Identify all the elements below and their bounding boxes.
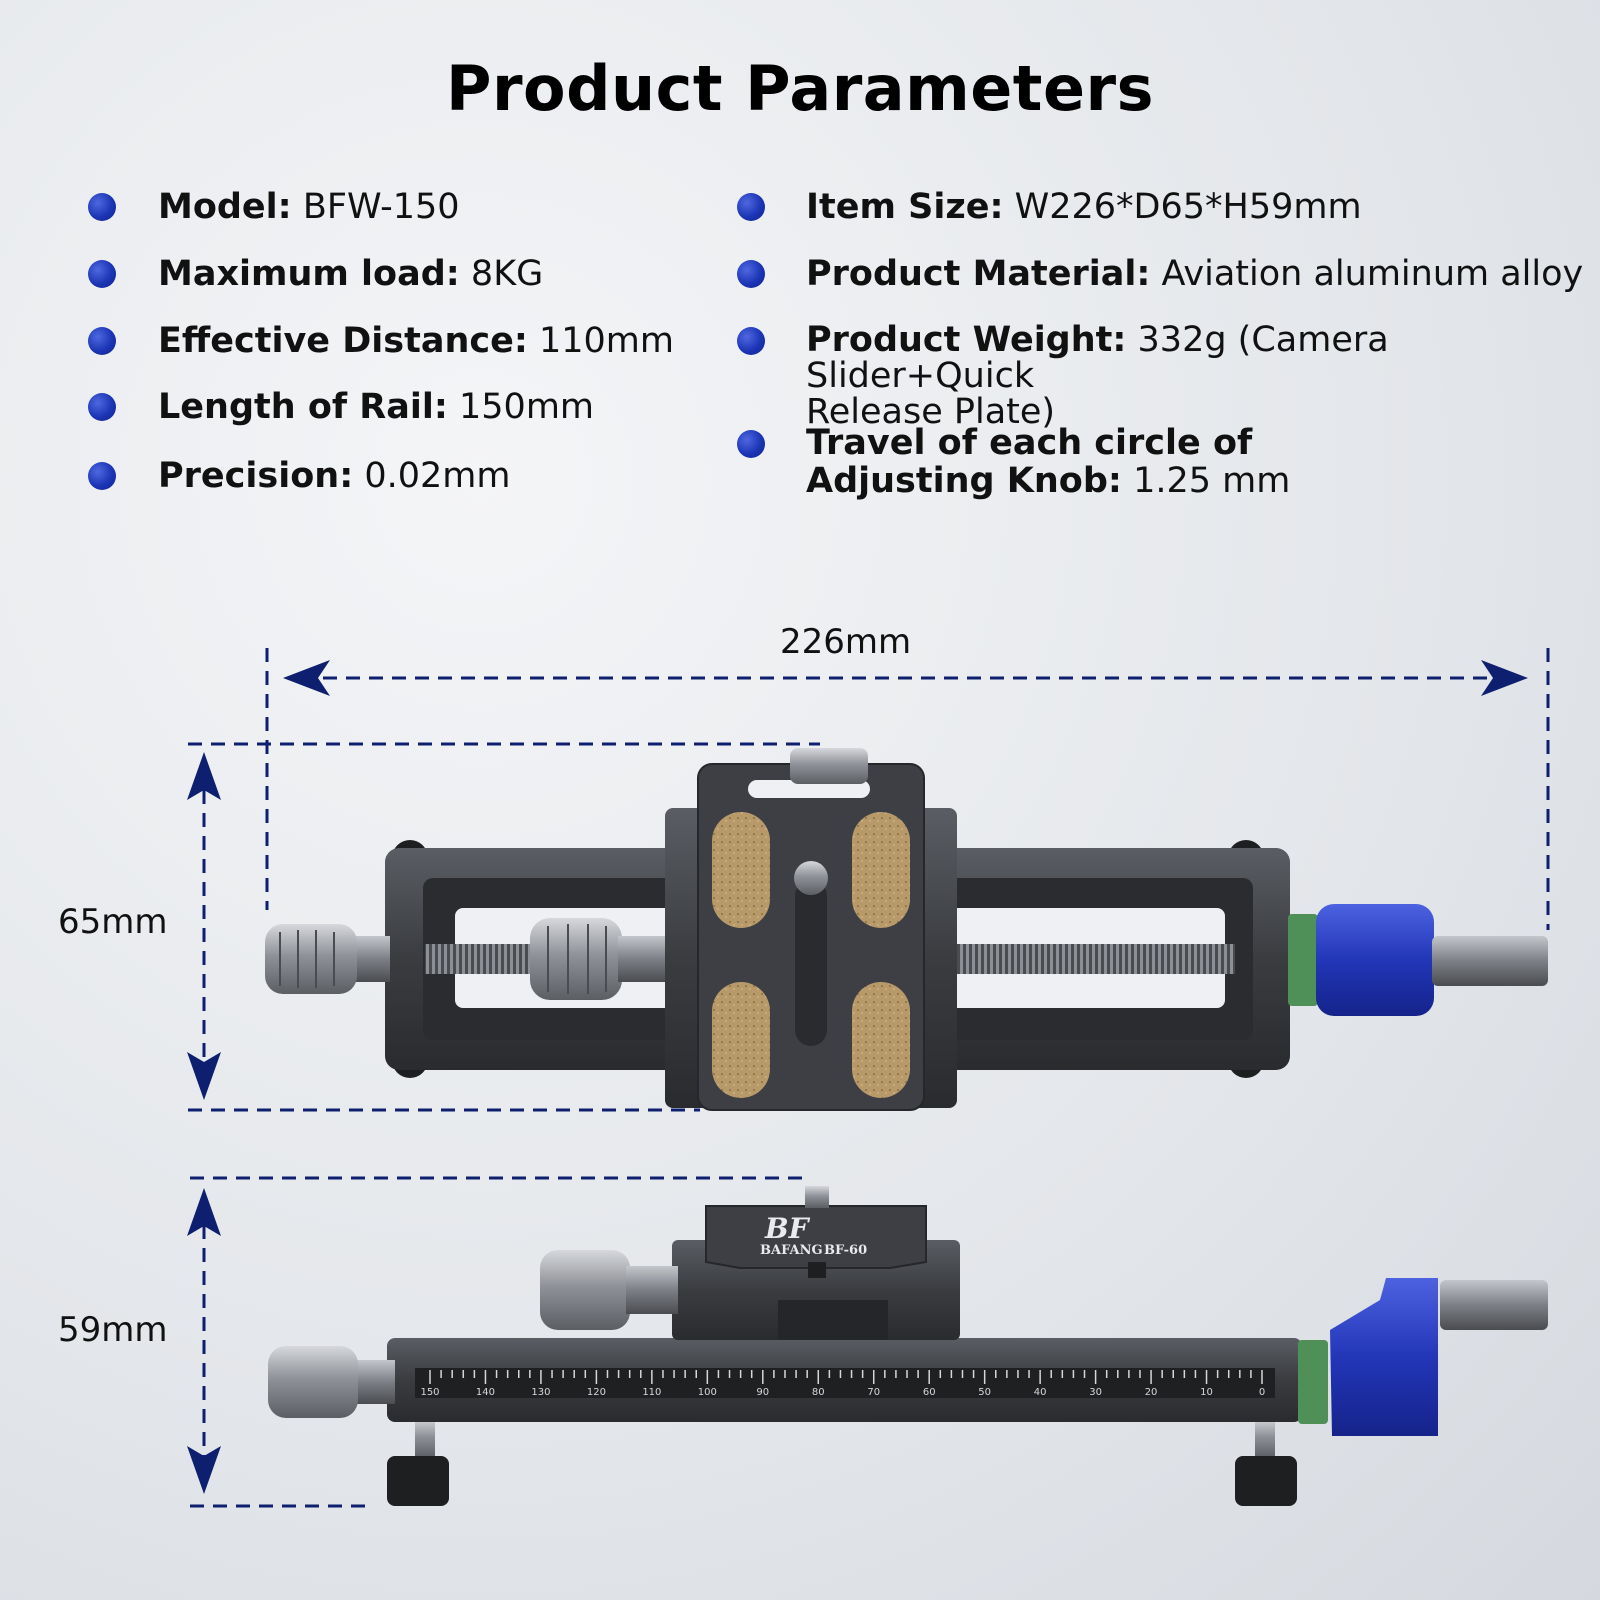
scale-label: 80 xyxy=(812,1387,825,1398)
scale-label: 30 xyxy=(1089,1387,1102,1398)
arrow-down-icon xyxy=(187,1052,221,1100)
spec-value: 0.02mm xyxy=(364,456,511,496)
spec-material: Product Material: Aviation aluminum allo… xyxy=(806,254,1584,294)
spec-precision: Precision: 0.02mm xyxy=(158,456,511,496)
arrow-up-icon xyxy=(187,752,221,800)
width-dimension-label: 226mm xyxy=(780,622,912,662)
scale-label: 0 xyxy=(1259,1387,1265,1398)
spec-item-size: Item Size: W226*D65*H59mm xyxy=(806,187,1362,227)
bullet-icon xyxy=(88,462,116,490)
arrow-right-icon xyxy=(1481,660,1528,696)
height-dimension-label: 59mm xyxy=(58,1310,168,1350)
spec-value-line2: Release Plate) xyxy=(806,392,1056,432)
scale-label: 40 xyxy=(1034,1387,1047,1398)
spec-value: Aviation aluminum alloy xyxy=(1161,254,1584,294)
scale-label: 150 xyxy=(420,1387,439,1398)
bullet-icon xyxy=(737,193,765,221)
spec-value: 8KG xyxy=(470,254,544,294)
bullet-icon xyxy=(88,260,116,288)
spec-max-load: Maximum load: 8KG xyxy=(158,254,544,294)
scale-label: 70 xyxy=(867,1387,880,1398)
spec-key: Length of Rail xyxy=(158,387,434,427)
scale-label: 130 xyxy=(531,1387,550,1398)
spec-value: 110mm xyxy=(539,321,674,361)
scale-label: 110 xyxy=(642,1387,661,1398)
spec-key: Product Material xyxy=(806,254,1137,294)
spec-weight: Product Weight: 332g (Camera Slider+Quic… xyxy=(806,320,1389,432)
brand-model: BF-60 xyxy=(824,1243,867,1258)
spec-key: Effective Distance xyxy=(158,321,514,361)
spec-value: 150mm xyxy=(459,387,595,427)
bullet-icon xyxy=(88,393,116,421)
spec-value: 1.25 mm xyxy=(1133,461,1291,501)
scale-label: 60 xyxy=(923,1387,936,1398)
width-dimension-line xyxy=(265,648,1550,930)
depth-dimension-label: 65mm xyxy=(58,902,168,942)
spec-key: Product Weight xyxy=(806,320,1113,360)
scale-label: 10 xyxy=(1200,1387,1213,1398)
brand-logo: BF xyxy=(764,1212,811,1245)
scale-label: 140 xyxy=(476,1387,495,1398)
spec-key-line1: Travel of each circle of xyxy=(806,423,1253,463)
spec-value: W226*D65*H59mm xyxy=(1014,187,1362,227)
bullet-icon xyxy=(737,260,765,288)
spec-key: Maximum load xyxy=(158,254,446,294)
spec-rail-length: Length of Rail: 150mm xyxy=(158,387,595,427)
brand-name: BAFANG xyxy=(760,1243,823,1258)
depth-dimension-line xyxy=(188,742,820,1112)
bullet-icon xyxy=(88,327,116,355)
spec-key: Adjusting Knob xyxy=(806,461,1108,501)
bullet-icon xyxy=(737,327,765,355)
spec-key: Precision xyxy=(158,456,340,496)
arrow-down-icon xyxy=(187,1446,221,1494)
rail-scale xyxy=(429,1370,1263,1384)
slider-top-view xyxy=(265,748,1548,1111)
bullet-icon xyxy=(737,430,765,458)
scale-label: 50 xyxy=(978,1387,991,1398)
spec-key: Item Size xyxy=(806,187,990,227)
arrow-left-icon xyxy=(283,660,330,696)
scale-label: 100 xyxy=(698,1387,717,1398)
page-title: Product Parameters xyxy=(446,52,1154,125)
arrow-up-icon xyxy=(187,1188,221,1236)
height-dimension-line xyxy=(190,1176,810,1508)
spec-knob-travel: Travel of each circle of Adjusting Knob:… xyxy=(806,423,1291,501)
spec-key: Model xyxy=(158,187,278,227)
spec-value: BFW-150 xyxy=(302,187,460,227)
spec-effective-distance: Effective Distance: 110mm xyxy=(158,321,674,361)
spec-value: 332g (Camera Slider+Quick xyxy=(806,320,1389,396)
scale-label: 20 xyxy=(1145,1387,1158,1398)
scale-label: 90 xyxy=(756,1387,769,1398)
spec-model: Model: BFW-150 xyxy=(158,187,460,227)
bullet-icon xyxy=(88,193,116,221)
scale-label: 120 xyxy=(587,1387,606,1398)
